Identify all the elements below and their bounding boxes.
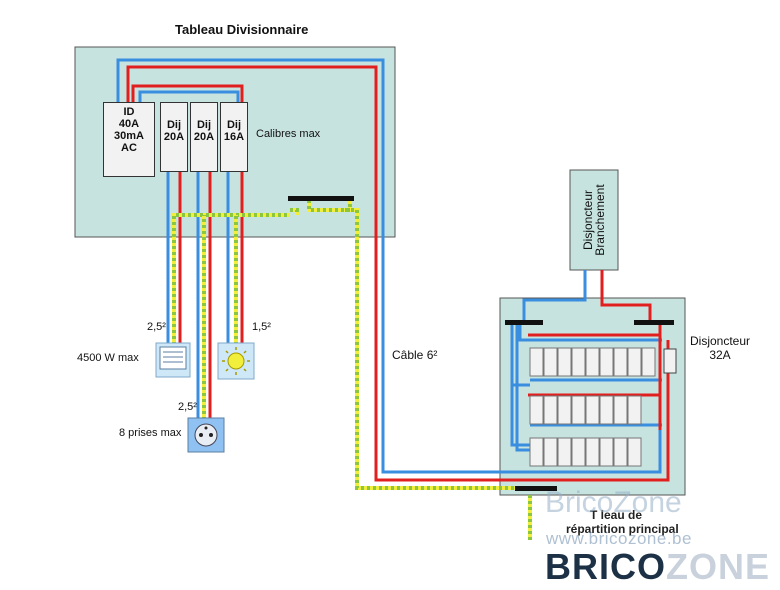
socket-label: 8 prises max <box>119 427 182 439</box>
modular-breaker[interactable] <box>627 395 642 425</box>
modular-breaker[interactable] <box>613 395 628 425</box>
breaker-line: 20A <box>193 131 215 143</box>
heater-section-label: 2,5² <box>147 321 166 333</box>
breaker-line: Dij <box>226 119 242 131</box>
earth-bar-main <box>515 486 557 491</box>
modular-breaker[interactable] <box>543 437 558 467</box>
modular-breaker[interactable] <box>613 347 628 377</box>
phase-bar-main <box>634 320 674 325</box>
breaker-line: 40A <box>118 118 140 130</box>
modular-breaker[interactable] <box>543 395 558 425</box>
socket-icon <box>187 417 225 453</box>
radiator-icon <box>155 342 191 378</box>
modular-breaker[interactable] <box>585 347 600 377</box>
breaker-line: ID <box>123 106 135 118</box>
modular-breaker[interactable] <box>543 347 558 377</box>
main-breaker-label-line1: Disjoncteur <box>690 334 751 348</box>
branchement-wires <box>522 270 652 322</box>
sub-panel-supply-wires <box>116 58 385 235</box>
main-breaker-label: Disjoncteur 32A <box>690 334 750 362</box>
breaker-dij-16a[interactable]: Dij 16A <box>220 102 248 172</box>
breaker-dij-20a-2[interactable]: Dij 20A <box>190 102 218 172</box>
heater-label: 4500 W max <box>77 352 139 364</box>
calibres-label: Calibres max <box>256 128 321 140</box>
modular-breaker[interactable] <box>571 437 586 467</box>
modular-breaker[interactable] <box>599 437 614 467</box>
modular-breaker[interactable] <box>571 395 586 425</box>
watermark-top: BricoZone <box>545 486 682 519</box>
breaker-line: AC <box>121 142 137 154</box>
watermark-logo-left: BRICO <box>545 546 666 587</box>
main-breaker-rows <box>529 347 656 467</box>
main-panel-title: T leau de <box>590 508 643 522</box>
modular-breaker[interactable] <box>585 395 600 425</box>
branchement-box <box>569 169 619 271</box>
cable-label: Câble 6² <box>392 348 438 362</box>
modular-breaker[interactable] <box>529 437 544 467</box>
earth-wires <box>172 200 532 540</box>
watermark-logo: BRICOZONE <box>545 546 770 588</box>
light-section-label: 1,5² <box>252 321 271 333</box>
main-panel-rows-wires <box>510 325 662 452</box>
modular-breaker[interactable] <box>627 347 642 377</box>
modular-breaker[interactable] <box>599 347 614 377</box>
breaker-id-40a[interactable]: ID 40A 30mA AC <box>103 102 155 177</box>
watermark-url: www.bricozone.be <box>546 529 692 548</box>
modular-breaker[interactable] <box>571 347 586 377</box>
modular-breaker[interactable] <box>529 347 544 377</box>
modular-breaker[interactable] <box>557 347 572 377</box>
modular-breaker[interactable] <box>557 395 572 425</box>
breaker-dij-20a-1[interactable]: Dij 20A <box>160 102 188 172</box>
modular-breaker[interactable] <box>613 437 628 467</box>
light-icon <box>217 342 255 380</box>
modular-breaker[interactable] <box>599 395 614 425</box>
branchement-line2: Branchement <box>593 184 607 256</box>
main-breaker-label-line2: 32A <box>709 348 731 362</box>
socket-section-label: 2,5² <box>178 401 197 413</box>
breaker-line: Dij <box>196 119 212 131</box>
main-32a-breaker[interactable] <box>663 348 677 374</box>
main-panel-subtitle: répartition principal <box>566 522 679 536</box>
modular-breaker[interactable] <box>641 347 656 377</box>
breaker-line: 30mA <box>114 130 144 142</box>
modular-breaker[interactable] <box>585 437 600 467</box>
breaker-line: 20A <box>163 131 185 143</box>
earth-bar-sub <box>288 196 354 201</box>
sub-panel-title: Tableau Divisionnaire <box>175 22 309 37</box>
breaker-line: 16A <box>223 131 245 143</box>
watermark-logo-right: ZONE <box>666 546 771 587</box>
breaker-line: Dij <box>166 119 182 131</box>
branchement-label: Disjoncteur Branchement <box>581 170 607 270</box>
modular-breaker[interactable] <box>627 437 642 467</box>
neutral-bar-main <box>505 320 543 325</box>
modular-breaker[interactable] <box>557 437 572 467</box>
modular-breaker[interactable] <box>529 395 544 425</box>
